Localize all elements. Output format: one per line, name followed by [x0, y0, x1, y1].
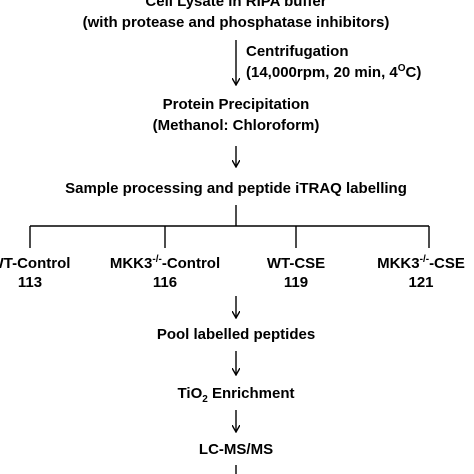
sample-tag: 116	[152, 274, 178, 291]
step3-text: Sample processing and peptide iTRAQ labe…	[65, 180, 407, 197]
step6-text: LC-MS/MS	[198, 441, 274, 458]
sample-tag: 113	[17, 274, 43, 291]
sample-wt-cse: WT-CSE 119	[267, 254, 325, 292]
sample-tag: 119	[283, 274, 309, 291]
centrifugation-title: Centrifugation	[246, 43, 349, 60]
step2-line2: (Methanol: Chloroform)	[152, 117, 320, 134]
step5-text: TiO2 Enrichment	[177, 385, 295, 405]
centrifugation-params: (14,000rpm, 20 min, 4OC)	[246, 63, 422, 82]
sample-mkk3-cse: MKK3-/--CSE 121	[377, 254, 465, 292]
sample-name: MKK3-/--CSE	[377, 254, 465, 273]
sample-name: WT-Control	[0, 255, 71, 272]
step1-line1: Cell Lysate in RIPA buffer	[145, 0, 327, 10]
step2-line1: Protein Precipitation	[162, 96, 310, 113]
sample-name: WT-CSE	[266, 255, 326, 272]
sample-wt-control: WT-Control 113	[0, 254, 70, 292]
step1-line2: (with protease and phosphatase inhibitor…	[82, 14, 390, 31]
sample-tag: 121	[408, 274, 434, 291]
sample-name: MKK3-/--Control	[109, 254, 221, 273]
step4-text: Pool labelled peptides	[156, 326, 316, 343]
sample-mkk3-control: MKK3-/--Control 116	[110, 254, 220, 292]
